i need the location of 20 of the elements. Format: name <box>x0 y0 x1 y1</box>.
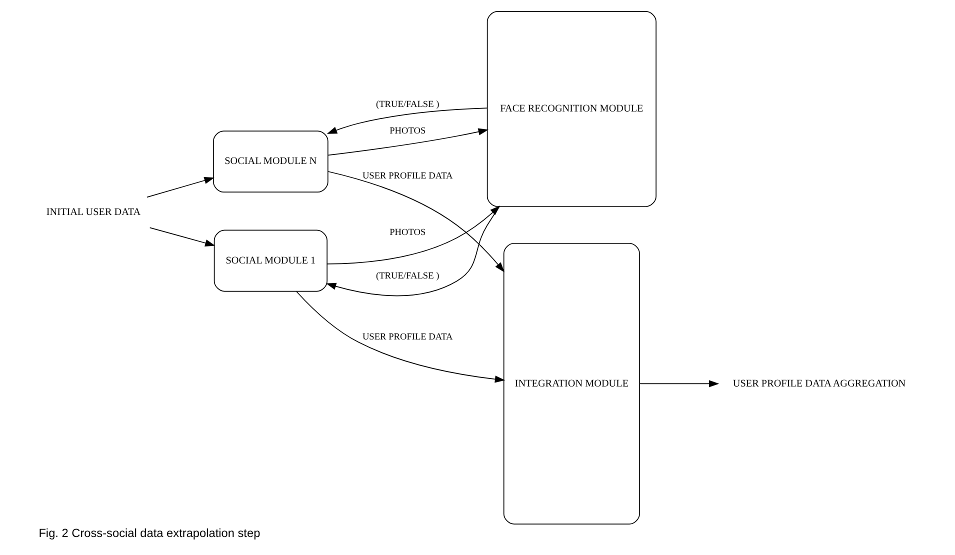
edge-label: (TRUE/FALSE ) <box>376 100 439 110</box>
edge-label: (TRUE/FALSE ) <box>376 271 439 282</box>
node-box: FACE RECOGNITION MODULE <box>486 11 656 207</box>
node-box: SOCIAL MODULE 1 <box>213 230 327 292</box>
arrow <box>327 128 488 156</box>
edge-label: PHOTOS <box>389 228 426 238</box>
edge-label: USER PROFILE DATA <box>362 171 452 182</box>
arrow <box>327 171 504 272</box>
caption: Fig. 2 Cross-social data extrapolation step <box>38 526 260 540</box>
node-box: INTEGRATION MODULE <box>502 242 640 524</box>
edge-label: PHOTOS <box>389 126 426 136</box>
node-box: SOCIAL MODULE N <box>212 130 328 192</box>
edge-label: USER PROFILE DATA <box>362 332 452 342</box>
arrow <box>638 380 719 388</box>
arrow <box>326 108 488 134</box>
arrow <box>148 227 215 246</box>
arrow <box>146 177 214 198</box>
node-text: INITIAL USER DATA <box>46 207 140 218</box>
node-text: USER PROFILE DATA AGGREGATION <box>732 378 906 390</box>
arrow <box>296 291 505 383</box>
